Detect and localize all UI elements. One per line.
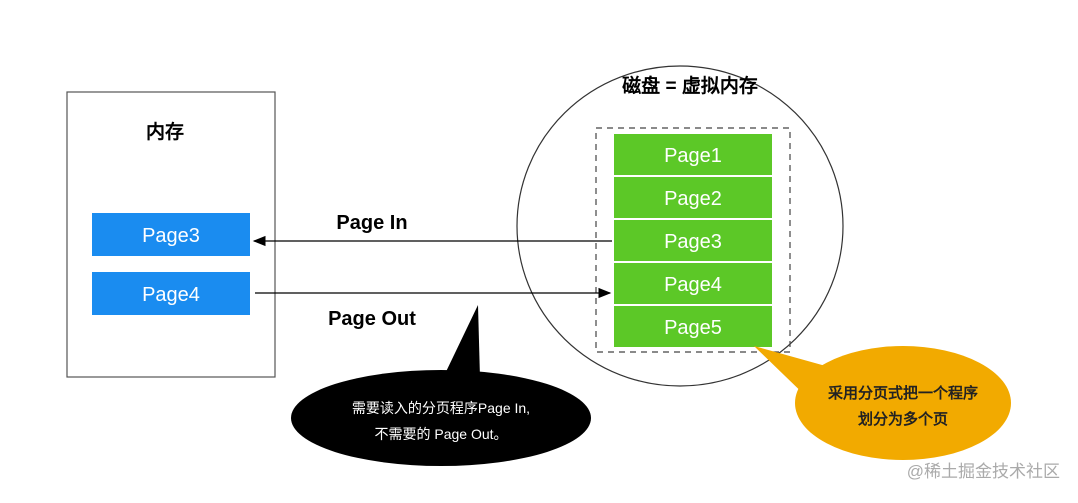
watermark: @稀土掘金技术社区	[907, 462, 1060, 481]
disk-title: 磁盘 = 虚拟内存	[622, 74, 758, 97]
memory-title: 内存	[146, 120, 184, 143]
disk-page-4	[614, 263, 772, 304]
disk-page-3	[614, 220, 772, 261]
orange-bubble-line2: 划分为多个页	[858, 410, 948, 428]
page-out-label: Page Out	[328, 308, 416, 330]
black-bubble-line2: 不需要的 Page Out。	[374, 426, 507, 442]
memory-page-4	[92, 272, 250, 315]
memory-page-4-label: Page4	[142, 284, 200, 306]
black-speech-bubble: 需要读入的分页程序Page In, 不需要的 Page Out。	[291, 305, 591, 466]
disk-page-2-label: Page2	[664, 188, 722, 210]
disk-page-4-label: Page4	[664, 274, 722, 296]
page-in-arrow: Page In	[252, 212, 612, 247]
orange-speech-bubble: 采用分页式把一个程序 划分为多个页	[754, 346, 1011, 460]
disk-page-5	[614, 306, 772, 347]
disk-page-1-label: Page1	[664, 145, 722, 167]
disk-page-1	[614, 134, 772, 175]
disk-page-2	[614, 177, 772, 218]
disk-page-5-label: Page5	[664, 317, 722, 339]
page-out-arrow: Page Out	[255, 287, 612, 330]
disk-page-3-label: Page3	[664, 231, 722, 253]
black-bubble-line1: 需要读入的分页程序Page In,	[352, 400, 530, 416]
memory-box: 内存 Page3 Page4	[66, 91, 276, 378]
orange-bubble-line1: 采用分页式把一个程序	[827, 384, 978, 402]
memory-page-3-label: Page3	[142, 225, 200, 247]
memory-page-3	[92, 213, 250, 256]
page-in-label: Page In	[336, 212, 407, 234]
